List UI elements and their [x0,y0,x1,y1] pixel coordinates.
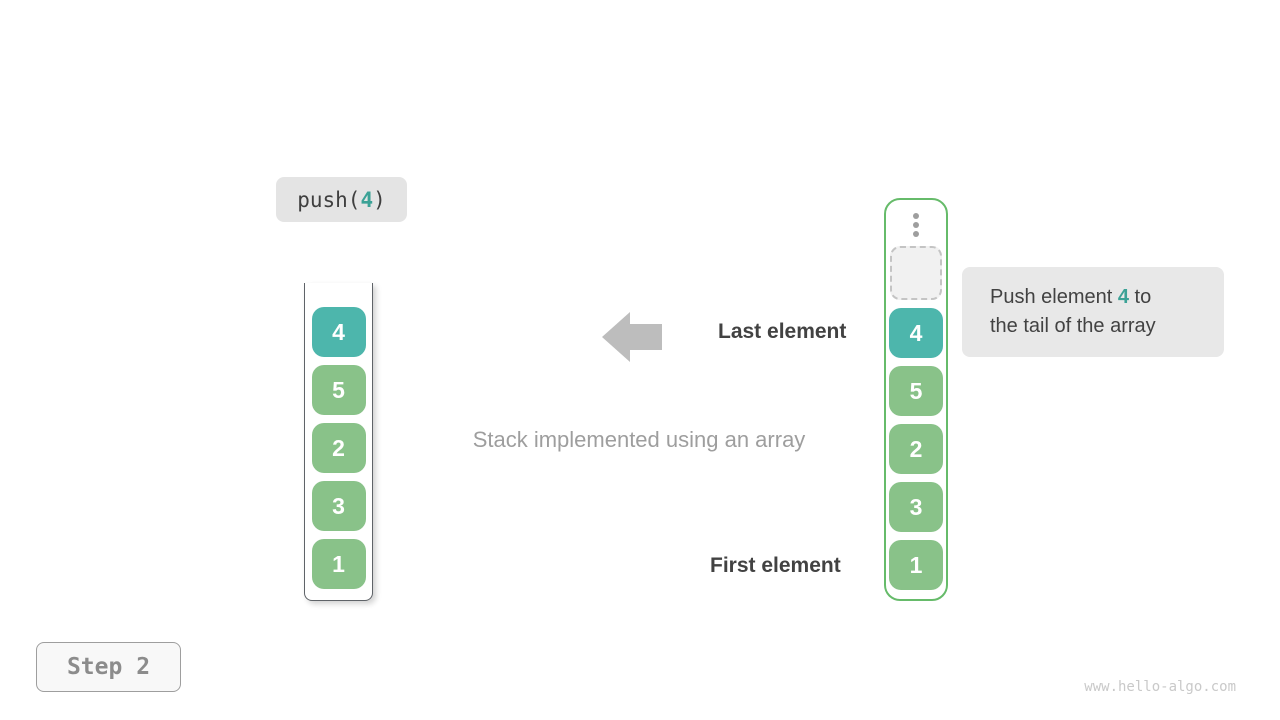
caption-text: Stack implemented using an array [472,427,806,452]
stack-cell-3: 3 [311,481,366,531]
stack-container: 4 5 2 3 1 [304,283,373,601]
step-badge: Step 2 [36,642,181,692]
first-element-label: First element [710,554,841,577]
stack-cell-5: 5 [889,366,943,416]
stack-cell-1: 1 [889,540,943,590]
push-operation-suffix: ) [373,187,386,212]
stack-cell-1: 1 [311,539,366,589]
push-operation-value: 4 [360,187,374,212]
empty-array-slot [890,246,942,300]
vertical-ellipsis-icon [913,212,919,238]
stack-cell-4: 4 [311,307,366,357]
stack-cell-4: 4 [889,308,943,358]
last-element-label: Last element [718,320,847,343]
stack-cell-3: 3 [889,482,943,532]
push-operation-prefix: push( [297,187,361,212]
watermark-text: www.hello-algo.com [1084,679,1236,695]
array-container: 4 5 2 3 1 [884,198,948,601]
stack-cell-5: 5 [311,365,366,415]
stack-cell-2: 2 [311,423,366,473]
push-note-line1: Push element 4 to [990,286,1152,308]
push-operation-label: push(4) [276,177,407,222]
step-badge-label: Step 2 [66,654,151,680]
stack-cell-2: 2 [889,424,943,474]
push-note: Push element 4 to the tail of the array [962,267,1224,357]
push-note-value: 4 [1117,286,1129,308]
left-arrow-icon [602,312,662,362]
push-note-line2: the tail of the array [990,315,1156,337]
